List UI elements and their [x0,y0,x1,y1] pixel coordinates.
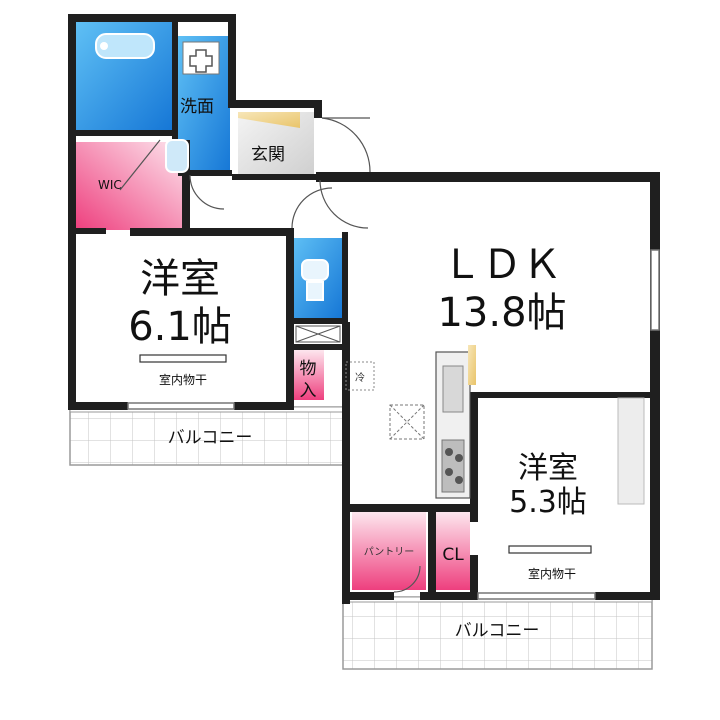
storage-label-1: 物 [300,359,317,379]
room2-size: 5.3帖 [509,485,587,520]
fridge-label: 冷 [355,371,365,384]
kitchen-counter [435,345,476,499]
ldk-name: ＬＤＫ [442,242,562,288]
windows [127,249,660,600]
room1-size: 6.1帖 [128,304,232,350]
room2-drying-label: 室内物干 [528,566,576,581]
entrance-label: 玄関 [251,145,285,165]
closet-fill [436,512,470,590]
shoe-cabinet [238,112,300,128]
pantry-fill [352,512,426,590]
toilet-icon [301,259,329,301]
drying-rod-1 [139,354,227,363]
walls [68,14,660,604]
ldk-size: 13.8帖 [437,290,566,336]
balcony-left-label: バルコニー [168,428,253,448]
storage-fill [292,350,324,400]
wic-label: WIC [98,178,122,192]
bathtub-icon [95,33,155,59]
washbasin-icon [182,41,220,75]
ceiling-hatch [389,404,425,440]
closet-label: CL [442,545,464,565]
washroom-label: 洗面 [180,97,214,117]
wardrobe-rod [617,397,645,505]
drying-rod-2 [508,545,592,554]
storage-label-2: 入 [300,381,317,401]
room1-drying-label: 室内物干 [159,372,207,387]
doors [119,117,421,593]
room2-name: 洋室 [518,451,578,486]
fridge-outline [345,361,375,391]
storage-x [295,325,341,343]
pantry-label: パントリー [364,546,415,558]
balcony-right-label: バルコニー [455,621,540,641]
room1-name: 洋室 [140,256,220,302]
sink-icon [165,139,189,173]
